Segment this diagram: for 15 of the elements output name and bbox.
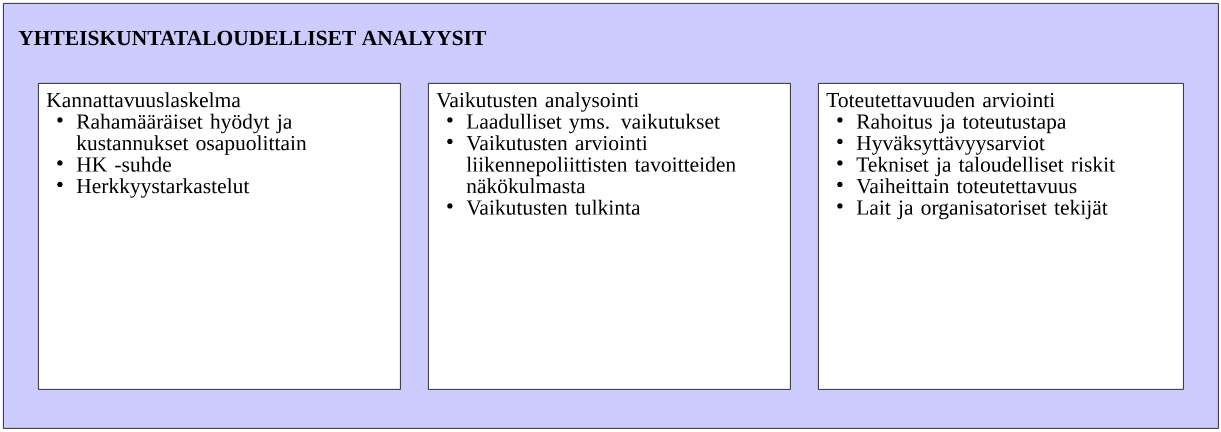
box-heading: Vaikutusten analysointi (436, 92, 639, 112)
bullet-item: Herkkyystarkastelut (76, 178, 250, 198)
bullet-item: Vaiheittain toteutettavuus (856, 178, 1077, 194)
bullet-item: Vaikutusten tulkinta (466, 199, 641, 215)
bullet-item: Rahamääräiset hyödyt ja kustannukset osapuolittain (76, 113, 307, 155)
title: YHTEISKUNTATALOUDELLISET ANALYYSIT (18, 30, 486, 46)
bullet-item: Laadulliset yms. vaikutukset (466, 113, 720, 134)
box-heading: Toteutettavuuden arviointi (826, 92, 1055, 108)
bullet-item: Vaikutusten arviointi liikennepoliittisten tavoitteiden näkökulmasta (466, 135, 736, 194)
bullet-item: HK -suhde (76, 156, 171, 172)
bullet-item: Lait ja organisatoriset tekijät (856, 199, 1108, 220)
bullet-item: Hyväksyttävyysarviot (856, 135, 1045, 155)
box-heading: Kannattavuuslaskelma (46, 92, 241, 108)
bullet-item: Tekniset ja taloudelliset riskit (856, 156, 1115, 177)
bullet-item: Rahoitus ja toteutustapa (856, 113, 1067, 134)
